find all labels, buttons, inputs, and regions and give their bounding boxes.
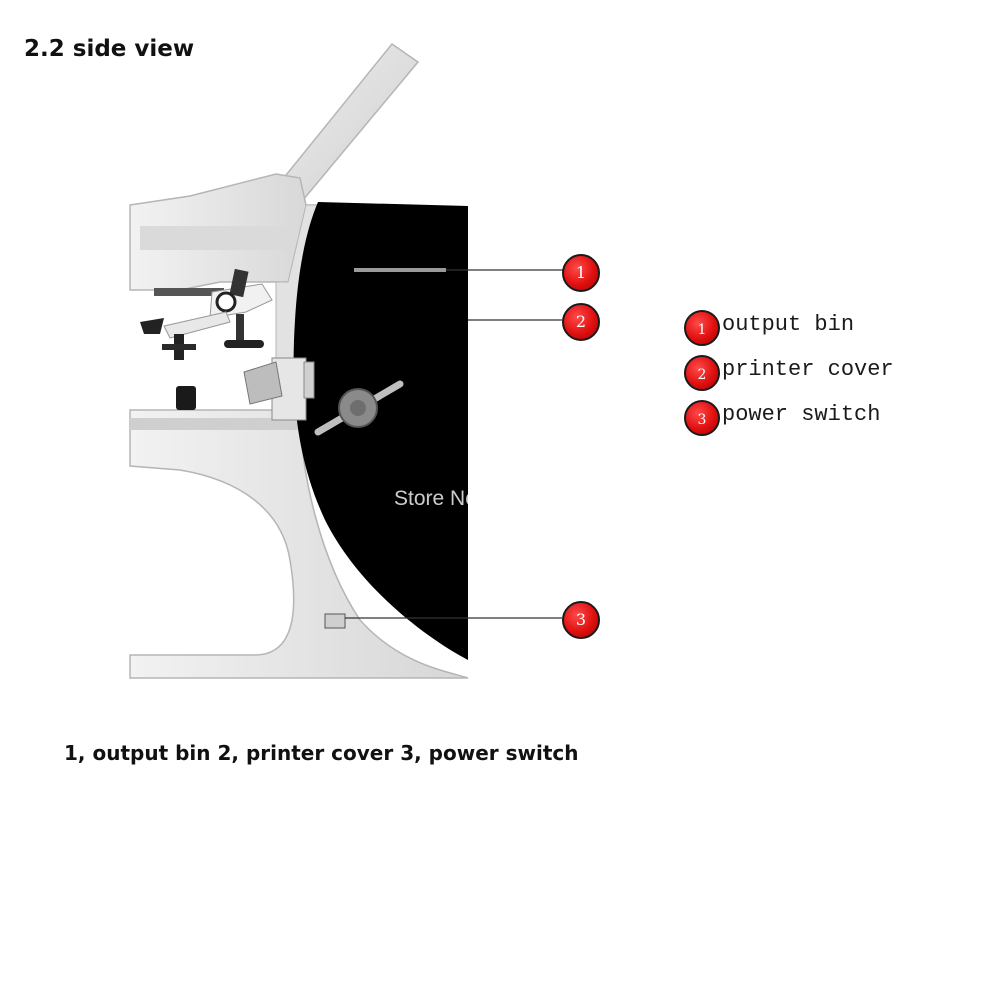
printer-body-panel bbox=[293, 202, 468, 660]
callout-badge-3: 3 bbox=[562, 601, 600, 639]
legend-badge-2: 2 bbox=[684, 355, 720, 391]
parts-caption: 1, output bin 2, printer cover 3, power … bbox=[64, 741, 579, 765]
legend-label-output-bin: output bin bbox=[722, 312, 855, 337]
legend-label-printer-cover: printer cover bbox=[722, 357, 894, 382]
lens-holder-mechanism bbox=[140, 268, 273, 410]
lens-clamp-block bbox=[243, 357, 315, 421]
callout-badge-2: 2 bbox=[562, 303, 600, 341]
power-switch bbox=[324, 613, 346, 629]
output-bin-slot bbox=[354, 268, 446, 272]
page-title: 2.2 side view bbox=[24, 36, 195, 62]
side-knob bbox=[314, 380, 404, 436]
legend-label-power-switch: power switch bbox=[722, 402, 881, 427]
legend-badge-1: 1 bbox=[684, 310, 720, 346]
store-watermark: Store No: 3011040 bbox=[394, 487, 569, 510]
legend-badge-3: 3 bbox=[684, 400, 720, 436]
callout-badge-1: 1 bbox=[562, 254, 600, 292]
callout-leader-lines bbox=[345, 269, 564, 619]
